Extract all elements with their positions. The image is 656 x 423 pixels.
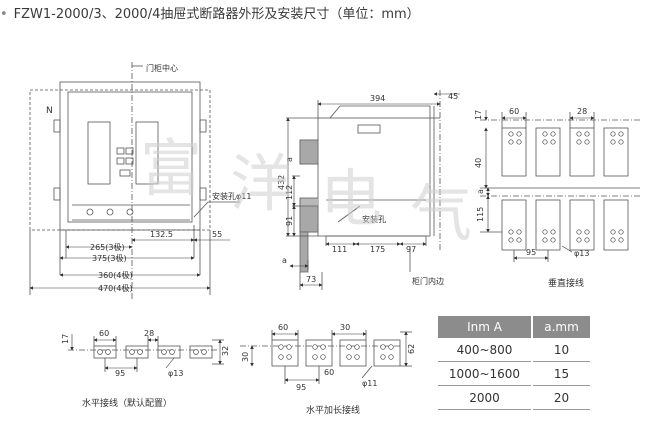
table-cell: 15 [531,361,590,386]
dim-265: 265(3极) [90,242,125,252]
side-hole-label: 安装孔 [362,214,386,224]
dim-470: 470(4极) [98,283,133,293]
ew-dim-60: 60 [278,323,288,332]
side-view-dims [286,92,460,287]
front-view-dims [29,238,230,290]
svg-text:气: 气 [410,177,472,250]
side-a-top: a [285,157,294,162]
dim-45: 45 [448,92,458,101]
vw-dim-17: 17 [474,110,483,120]
table-row: 2000 20 [438,385,590,410]
hw-hole-dim: φ13 [168,369,183,378]
page-title: • FZW1-2000/3、2000/4抽屉式断路器外形及安装尺寸（单位：mm） [0,2,656,28]
vertical-wiring-caption: 垂直接线 [548,277,584,289]
bullet-icon: • [0,7,8,22]
dim-175: 175 [370,245,385,254]
hw-dim-17: 17 [61,334,70,344]
watermark-logo: 富 洋 电 气 [140,132,472,250]
table-row: 400~800 10 [438,338,590,362]
table-header-row: Inm A a.mm [438,316,590,338]
table-cell: 10 [531,338,590,362]
extended-wiring-holes [278,344,394,360]
dim-132-5: 132.5 [150,230,173,239]
vertical-wiring-dims [484,110,595,260]
table-header: Inm A [438,316,532,338]
horizontal-wiring [68,336,224,372]
front-hole-label: 安装孔 [212,191,236,201]
vw-hole-dim: φ13 [574,249,589,258]
dim-394: 394 [370,94,385,103]
ew-dim-60b: 60 [324,368,334,377]
vw-dim-28: 28 [577,107,587,116]
hw-dim-95: 95 [115,369,125,378]
table-cell: 20 [531,385,590,410]
vertical-wiring-holes [508,131,624,243]
dim-111: 111 [332,245,347,254]
dim-97: 97 [406,245,416,254]
svg-text:电: 电 [320,162,382,235]
dim-55: 55 [212,230,222,239]
horizontal-wiring-caption: 水平接线（默认配置） [82,397,172,409]
extended-wiring-dims [250,331,408,382]
n-pole-label: N [46,106,53,116]
hw-dim-32: 32 [221,346,230,356]
dim-112: 112 [285,185,294,200]
horizontal-wiring-dims [70,334,222,370]
table-row: 1000~1600 15 [438,361,590,386]
dim-360: 360(4极) [98,270,133,280]
ew-dim-30v: 30 [241,352,250,362]
vertical-wiring [480,112,640,262]
title-text: FZW1-2000/3、2000/4抽屉式断路器外形及安装尺寸（单位：mm） [13,7,420,22]
ew-dim-62: 62 [407,344,416,354]
dim-432: 432 [277,175,286,190]
svg-text:富: 富 [140,132,202,205]
vw-a-label: a [476,189,485,194]
ew-dim-30: 30 [340,323,350,332]
front-view [29,62,240,300]
front-hole-dim: φ11 [236,192,251,201]
vw-dim-115: 115 [476,207,485,222]
vw-dim-40: 40 [474,158,483,168]
svg-text:洋: 洋 [230,147,292,220]
table-cell: 2000 [438,385,532,410]
table-header: a.mm [531,316,590,338]
table-cell: 400~800 [438,338,532,362]
table-cell: 1000~1600 [438,361,532,386]
door-edge-label: 柜门内边 [412,276,444,286]
extended-wiring-caption: 水平加长接线 [306,404,360,416]
dim-73: 73 [306,275,316,284]
hw-dim-28: 28 [144,329,154,338]
dim-375: 375(3极) [92,253,127,263]
side-a-bottom: a [282,256,287,265]
vw-dim-95: 95 [526,248,536,257]
ew-dim-95: 95 [296,383,306,392]
horizontal-wiring-holes [97,349,207,355]
dim-91: 91 [285,216,294,226]
current-a-table: Inm A a.mm 400~800 10 1000~1600 15 2000 … [438,316,590,410]
hw-dim-60: 60 [99,329,109,338]
door-center-label: 门柜中心 [146,63,178,73]
ew-hole-dim: φ11 [362,379,377,388]
vw-dim-60: 60 [509,107,519,116]
